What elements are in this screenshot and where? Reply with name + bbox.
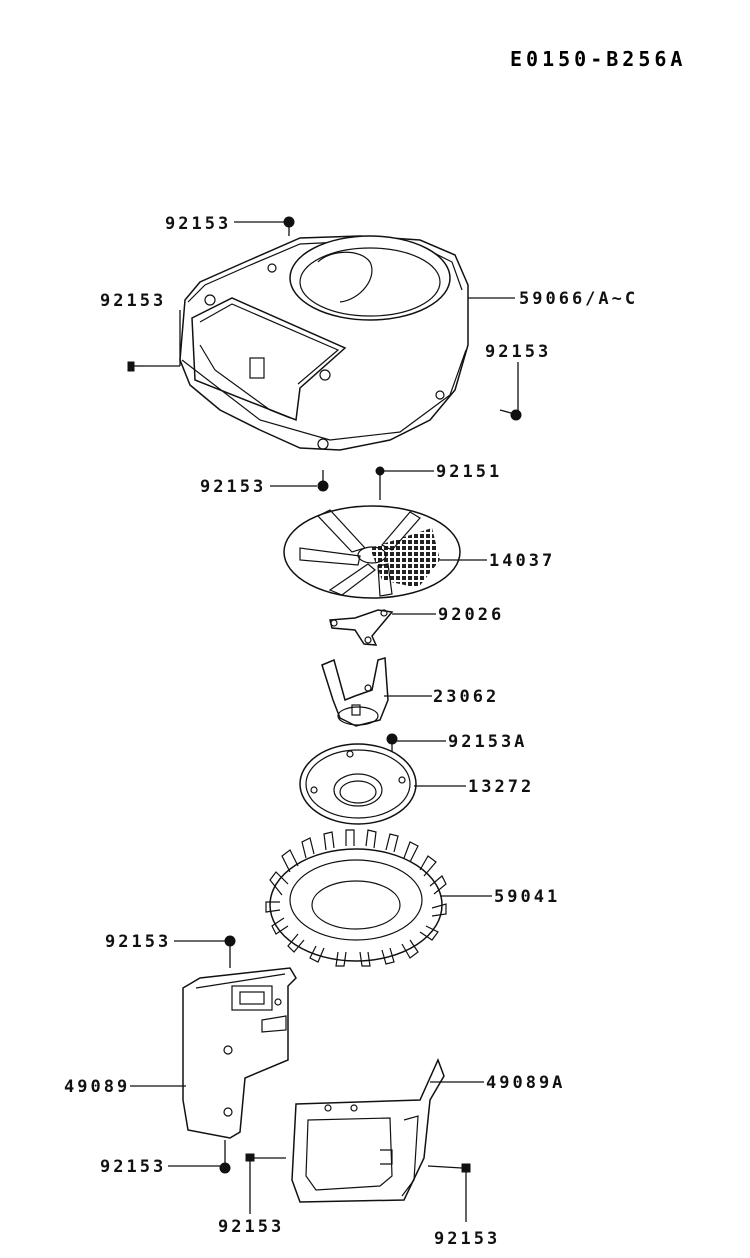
bolt-icon [317, 470, 329, 492]
label-screen: 14037 [489, 551, 555, 571]
starter-cup [321, 657, 389, 727]
diagram-code: E0150-B256A [510, 47, 686, 71]
bolt-icon [283, 216, 295, 236]
label-cup: 23062 [433, 687, 499, 707]
label-shroud: 59066/A~C [519, 289, 638, 309]
cylinder-cover-a [291, 1058, 445, 1203]
bolt-icon [375, 466, 385, 500]
label-bolt-top: 92153 [165, 214, 231, 234]
mounting-plate [329, 609, 394, 646]
label-bolt-screen: 92151 [436, 462, 502, 482]
bolt-icon [499, 409, 522, 421]
bolt-icon [219, 1140, 231, 1174]
cooling-fan [265, 829, 447, 967]
label-bolt-bottom-shroud: 92153 [200, 477, 266, 497]
label-cover-a: 49089A [486, 1073, 565, 1093]
label-bolt-cover-bottom: 92153 [100, 1157, 166, 1177]
cylinder-cover [182, 967, 297, 1139]
bolt-icon [386, 733, 398, 752]
bolt-icon [127, 361, 145, 372]
bolt-icon [245, 1153, 286, 1162]
bolt-icon [427, 1163, 471, 1173]
label-pulley: 13272 [468, 777, 534, 797]
label-plate: 92026 [438, 605, 504, 625]
bolt-icon [224, 935, 236, 968]
pulley-plate [299, 743, 417, 825]
label-fan: 59041 [494, 887, 560, 907]
label-cover: 49089 [64, 1077, 130, 1097]
label-bolt-left: 92153 [100, 291, 166, 311]
label-bolt-cover-a-left: 92153 [218, 1217, 284, 1237]
label-bolt-cover-a-right: 92153 [434, 1229, 500, 1249]
blower-shroud [179, 235, 469, 451]
label-bolt-right: 92153 [485, 342, 551, 362]
rotating-screen [283, 505, 461, 599]
label-bolt-cover-top: 92153 [105, 932, 171, 952]
label-bolt-cup: 92153A [448, 732, 527, 752]
